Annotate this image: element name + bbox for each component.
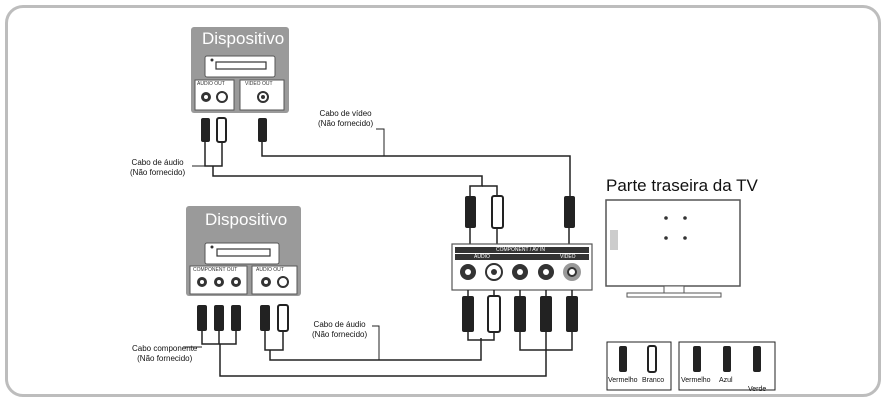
component-out-label: COMPONENT OUT bbox=[193, 267, 238, 273]
legend-red-2: Vermelho bbox=[681, 377, 711, 384]
audio-out-label-bottom: AUDIO OUT bbox=[256, 267, 284, 273]
cables-bottom bbox=[201, 331, 573, 377]
video-cable-label: Cabo de vídeo(Não fornecido) bbox=[318, 109, 374, 128]
plugs-top-device bbox=[201, 117, 267, 143]
device-bottom bbox=[186, 206, 301, 296]
cables-top bbox=[204, 142, 571, 196]
legend-white: Branco bbox=[642, 377, 665, 384]
tv-audio-label: AUDIO bbox=[474, 254, 490, 260]
device-top bbox=[191, 27, 289, 113]
legend-green: Verde bbox=[748, 386, 767, 393]
audio-cable-label-top: Cabo de áudio(Não fornecido) bbox=[130, 158, 186, 177]
component-cable-label: Cabo componente(Não fornecido) bbox=[132, 344, 198, 363]
tv-video-label: VIDEO bbox=[560, 254, 576, 260]
device-top-title: Dispositivo bbox=[202, 29, 285, 48]
tv-back bbox=[605, 199, 741, 298]
legend bbox=[606, 341, 776, 391]
device-bottom-title: Dispositivo bbox=[205, 210, 288, 229]
plugs-bottom-device bbox=[197, 304, 289, 332]
video-out-label-top: VIDEO OUT bbox=[245, 81, 273, 87]
label-leaders bbox=[183, 128, 385, 360]
audio-out-label-top: AUDIO OUT bbox=[197, 81, 225, 87]
plugs-tv-bottom bbox=[462, 290, 578, 333]
legend-blue: Azul bbox=[719, 377, 733, 384]
legend-red-1: Vermelho bbox=[608, 377, 638, 384]
tv-panel-header: COMPONENT / AV IN bbox=[496, 247, 545, 253]
tv-back-label: Parte traseira da TV bbox=[606, 176, 758, 195]
audio-cable-label-mid: Cabo de áudio(Não fornecido) bbox=[312, 320, 368, 339]
tv-panel bbox=[451, 243, 593, 291]
plugs-tv-top bbox=[465, 195, 575, 246]
